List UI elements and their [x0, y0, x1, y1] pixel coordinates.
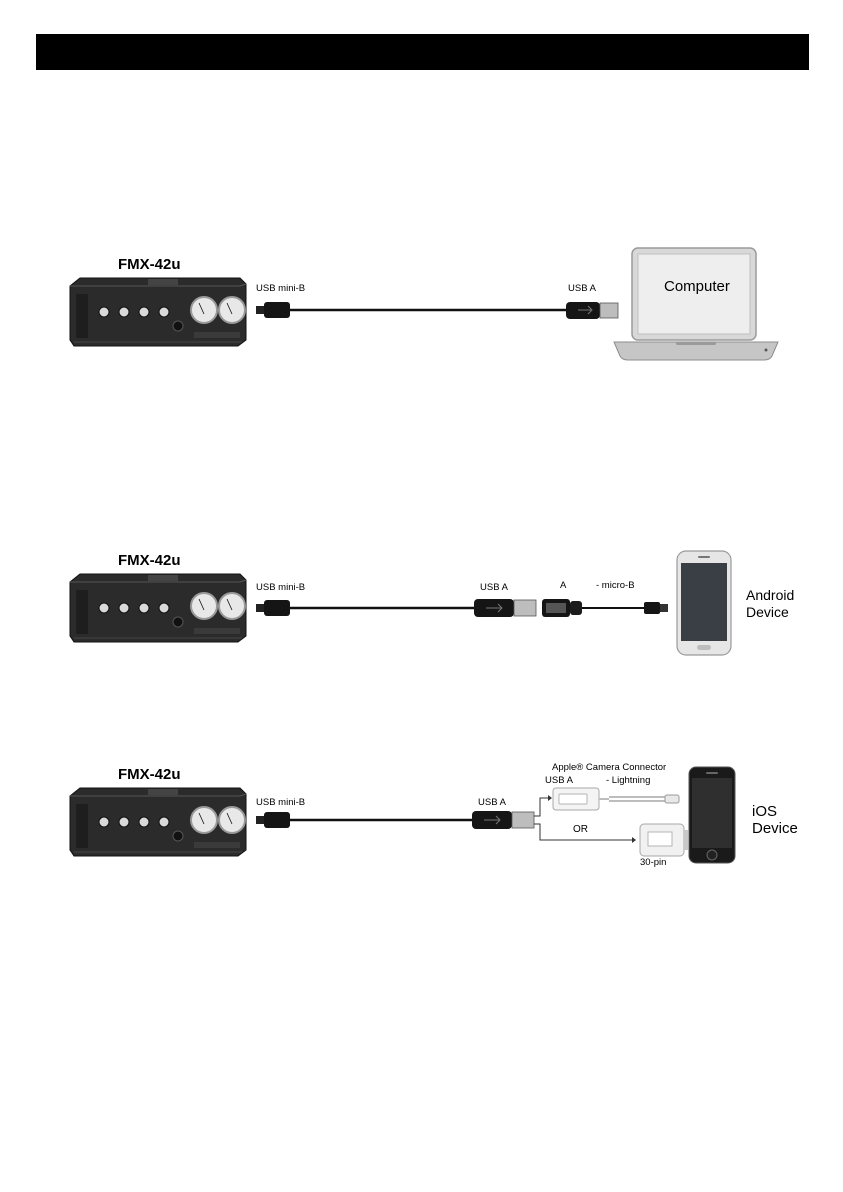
- android-device-label-line2: Device: [746, 604, 789, 621]
- fmx-42u-recorder: [66, 572, 248, 644]
- camera-connector-usb-a: USB A: [545, 775, 573, 786]
- device-title: FMX-42u: [118, 256, 181, 273]
- iphone-icon: [688, 766, 736, 864]
- camera-connector-title: Apple® Camera Connector: [552, 762, 666, 773]
- ios-device-label-line1: iOS: [752, 803, 777, 820]
- laptop-icon: [612, 246, 780, 364]
- usb-cable-with-otg-adapter: [250, 590, 680, 630]
- android-device-label-line1: Android: [746, 587, 794, 604]
- device-title: FMX-42u: [118, 766, 181, 783]
- android-phone-icon: [676, 550, 732, 656]
- camera-connector-lightning: - Lightning: [606, 775, 650, 786]
- ios-device-label-line2: Device: [752, 820, 798, 837]
- usb-cable-with-apple-adapters: [250, 786, 700, 866]
- header-bar: [36, 34, 809, 70]
- usb-cable: [250, 292, 630, 332]
- device-title: FMX-42u: [118, 552, 181, 569]
- fmx-42u-recorder: [66, 786, 248, 858]
- computer-label: Computer: [664, 278, 730, 295]
- fmx-42u-recorder: [66, 276, 248, 348]
